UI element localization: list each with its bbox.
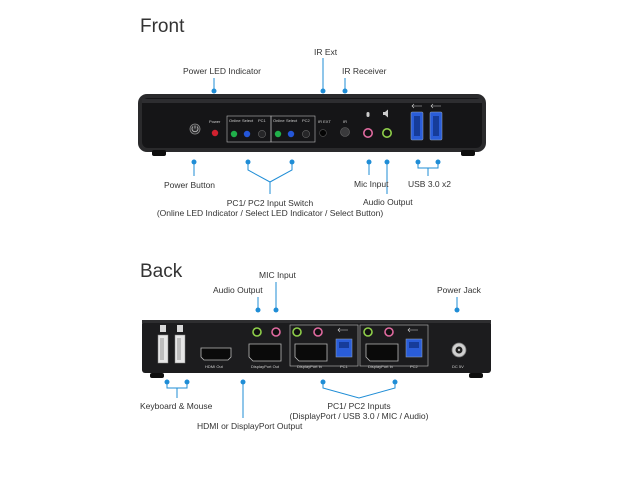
callout-dot: [366, 159, 372, 165]
pc1-dp-in-port[interactable]: [294, 343, 328, 362]
callout-dot: [435, 159, 441, 165]
pc2-input-group: [359, 324, 429, 367]
callout-dot: [392, 379, 398, 385]
panel-text-dp-out: DisplayPort Out: [251, 364, 280, 369]
callout-dot: [289, 159, 295, 165]
callout-dot: [320, 88, 326, 94]
mic-icon: [366, 112, 370, 117]
pc2-select-led: [287, 130, 295, 138]
hdmi-out-port[interactable]: [200, 347, 232, 361]
callout-dot: [164, 379, 170, 385]
ir-ext-port[interactable]: [319, 129, 327, 137]
ir-ext-label: IR Ext: [314, 47, 338, 57]
panel-text-dc: DC 5V: [452, 364, 464, 369]
panel-text-ir: IR: [343, 119, 347, 124]
callout-dot: [240, 379, 246, 385]
callout-dot: [342, 88, 348, 94]
panel-text-dp-in-1: DisplayPort In: [297, 364, 322, 369]
panel-text-dp-in-2: DisplayPort In: [368, 364, 393, 369]
power-led: [211, 129, 219, 137]
panel-text-pc2: PC2: [410, 364, 419, 369]
pc2-switch-group: [270, 115, 316, 143]
pc2-mic-jack[interactable]: [384, 327, 394, 337]
callout-dot: [184, 379, 190, 385]
panel-text-online-1: Online: [229, 118, 241, 123]
dp-out-port[interactable]: [248, 343, 282, 362]
power-jack-label: Power Jack: [437, 285, 481, 295]
callout-dot: [191, 159, 197, 165]
power-icon: [191, 125, 199, 133]
speaker-icon: [383, 109, 388, 118]
callout-dot: [273, 307, 279, 313]
panel-text-online-2: Online: [273, 118, 285, 123]
back-heading: Back: [140, 261, 183, 282]
audio-output-label: Audio Output: [363, 197, 413, 207]
pc2-dp-in-port[interactable]: [365, 343, 399, 362]
back-audio-output-label: Audio Output: [213, 285, 263, 295]
panel-text-ir-ext: IR EXT: [318, 119, 331, 124]
power-button-label: Power Button: [164, 180, 216, 190]
pc1-online-led: [230, 130, 238, 138]
panel-text-pc1: PC1: [340, 364, 349, 369]
panel-text-power: Power: [209, 119, 221, 124]
back-mic-input-label: MIC Input: [259, 270, 296, 280]
pc-inputs-sublabel: (DisplayPort / USB 3.0 / MIC / Audio): [289, 411, 429, 421]
input-switch-sublabel: (Online LED Indicator / Select LED Indic…: [156, 208, 384, 218]
pc1-mic-jack[interactable]: [313, 327, 323, 337]
keyboard-icon: [160, 325, 166, 332]
front-device: Power Online Select PC1 Online Select PC…: [138, 94, 486, 156]
panel-text-select-2: Select: [286, 118, 298, 123]
usb-icon: [430, 103, 441, 109]
video-output-label: HDMI or DisplayPort Output: [197, 421, 303, 431]
usb-icon: [407, 327, 418, 333]
callout-dot: [384, 159, 390, 165]
pc2-select-button[interactable]: [302, 130, 310, 138]
pc1-input-group: [289, 324, 359, 367]
callout-dot: [320, 379, 326, 385]
power-led-label: Power LED Indicator: [183, 66, 261, 76]
front-audio-jack[interactable]: [381, 128, 392, 139]
front-callouts: [191, 58, 441, 194]
back-device: HDMI Out DisplayPort Out DisplayPort In …: [142, 320, 491, 378]
callout-dot: [454, 307, 460, 313]
ir-receiver-label: IR Receiver: [342, 66, 387, 76]
usb-icon: [411, 103, 422, 109]
usb-label: USB 3.0 x2: [408, 179, 451, 189]
callout-dot: [415, 159, 421, 165]
callout-dot: [255, 307, 261, 313]
mic-input-label: Mic Input: [354, 179, 389, 189]
input-switch-label: PC1/ PC2 Input Switch: [226, 198, 314, 208]
front-mic-jack[interactable]: [362, 128, 373, 139]
callout-dot: [211, 88, 217, 94]
callout-dot: [245, 159, 251, 165]
pc1-select-button[interactable]: [258, 130, 266, 138]
pc-inputs-label: PC1/ PC2 Inputs: [327, 401, 391, 411]
panel-text-select-1: Select: [242, 118, 254, 123]
keyboard-mouse-label: Keyboard & Mouse: [140, 401, 213, 411]
back-callouts: [164, 282, 460, 418]
front-heading: Front: [140, 16, 185, 37]
panel-text-pc2: PC2: [302, 118, 311, 123]
panel-text-hdmi-out: HDMI Out: [205, 364, 224, 369]
pc1-audio-jack[interactable]: [292, 327, 302, 337]
ir-receiver-window: [340, 127, 350, 137]
pc2-audio-jack[interactable]: [363, 327, 373, 337]
usb-icon: [337, 327, 348, 333]
back-mic-jack[interactable]: [271, 327, 281, 337]
pc1-select-led: [243, 130, 251, 138]
panel-text-pc1: PC1: [258, 118, 267, 123]
back-audio-jack[interactable]: [252, 327, 262, 337]
mouse-icon: [177, 325, 183, 332]
pc2-online-led: [274, 130, 282, 138]
